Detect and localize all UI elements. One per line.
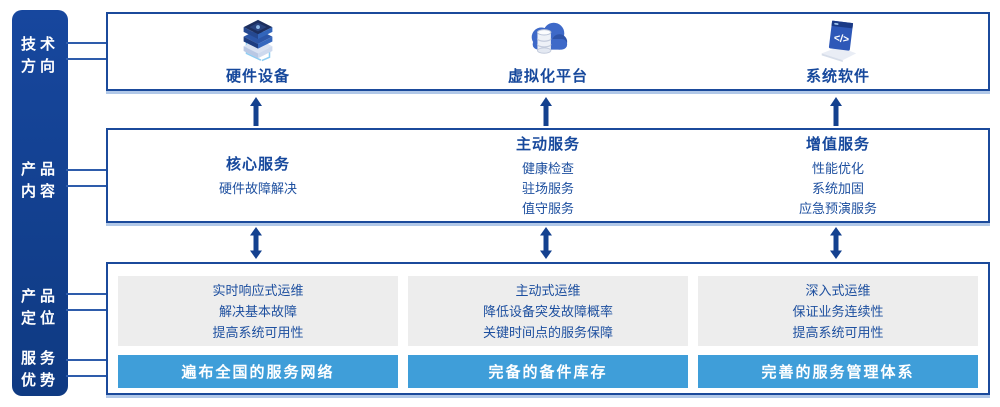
connector-line <box>66 309 108 311</box>
up-arrow-icon <box>250 97 262 126</box>
tech-label-virtualization: 虚拟化平台 <box>507 68 588 85</box>
sidebar-label-tech-direction: 技术 方向 <box>20 36 59 75</box>
tech-column-hardware: 硬件设备 <box>118 14 398 89</box>
product-content-box: 核心服务 硬件故障解决 主动服务 健康检查 驻场服务 值守服务 增值服务 性能优… <box>106 128 990 223</box>
service-items: 硬件故障解决 <box>218 180 297 196</box>
svg-text:</>: </> <box>833 32 850 46</box>
position-column-proactive: 主动式运维 降低设备突发故障概率 关键时间点的服务保障 完备的备件库存 <box>408 264 688 393</box>
connector-line <box>66 293 108 295</box>
position-description-panel: 实时响应式运维 解决基本故障 提高系统可用性 <box>118 276 398 346</box>
category-sidebar: 技术 方向 产品 内容 产品 定位 服务 优势 <box>12 10 68 396</box>
server-stack-icon <box>243 19 273 62</box>
service-advantage-bar: 遍布全国的服务网络 <box>118 355 398 388</box>
service-title: 增值服务 <box>805 135 870 153</box>
up-arrow-icon <box>830 97 842 126</box>
connector-line <box>66 185 108 187</box>
service-items: 健康检查 驻场服务 值守服务 <box>521 160 574 216</box>
service-column-core: 核心服务 硬件故障解决 <box>118 130 398 221</box>
service-column-value-added: 增值服务 性能优化 系统加固 应急预演服务 <box>698 130 978 221</box>
tech-column-virtualization: 虚拟化平台 <box>408 14 688 89</box>
tech-column-software: </> 系统软件 <box>698 14 978 89</box>
connector-line <box>66 375 108 377</box>
position-description-panel: 主动式运维 降低设备突发故障概率 关键时间点的服务保障 <box>408 276 688 346</box>
double-arrow-icon <box>540 227 552 259</box>
sidebar-label-product-content: 产品 内容 <box>20 161 59 200</box>
service-column-proactive: 主动服务 健康检查 驻场服务 值守服务 <box>408 130 688 221</box>
tech-direction-box: 硬件设备 虚拟化平台 <box>106 12 990 91</box>
connector-line <box>66 169 108 171</box>
tech-label-software: 系统软件 <box>805 68 870 85</box>
up-arrow-icon <box>540 97 552 126</box>
sidebar-label-product-position: 产品 定位 <box>20 288 59 327</box>
position-description-panel: 深入式运维 保证业务连续性 提高系统可用性 <box>698 276 978 346</box>
connector-line <box>66 42 108 44</box>
position-column-realtime: 实时响应式运维 解决基本故障 提高系统可用性 遍布全国的服务网络 <box>118 264 398 393</box>
code-screen-icon: </> <box>821 20 857 63</box>
double-arrow-icon <box>250 227 262 259</box>
service-advantage-bar: 完善的服务管理体系 <box>698 355 978 388</box>
service-title: 核心服务 <box>225 155 290 173</box>
tech-label-hardware: 硬件设备 <box>225 68 290 85</box>
double-arrow-icon <box>830 227 842 259</box>
sidebar-label-service-advantage: 服务 优势 <box>20 350 59 389</box>
connector-line <box>66 58 108 60</box>
connector-line <box>66 359 108 361</box>
product-position-box: 实时响应式运维 解决基本故障 提高系统可用性 遍布全国的服务网络 主动式运维 降… <box>106 262 990 395</box>
service-items: 性能优化 系统加固 应急预演服务 <box>798 160 877 216</box>
service-advantage-bar: 完备的备件库存 <box>408 355 688 388</box>
cloud-database-icon <box>531 22 568 54</box>
position-column-deep: 深入式运维 保证业务连续性 提高系统可用性 完善的服务管理体系 <box>698 264 978 393</box>
service-title: 主动服务 <box>515 135 580 153</box>
